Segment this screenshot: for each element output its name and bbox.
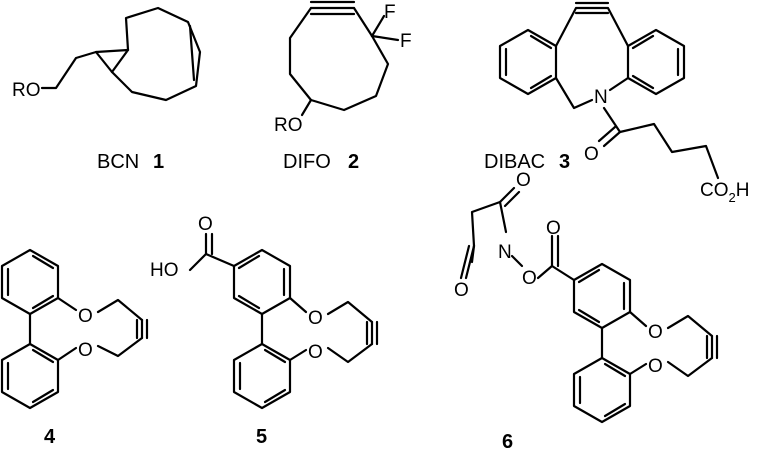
bcn-ring (110, 6, 202, 102)
difo-ro-label: RO (274, 115, 303, 136)
c6-n-label: N (498, 242, 512, 263)
c6-carbonyl-o-label: O (546, 218, 561, 239)
c5-o-top-label: O (308, 308, 323, 329)
dibac-carbonyl-a (602, 130, 622, 148)
c4-o-top-label: O (78, 306, 93, 327)
difo-cf-top (370, 14, 386, 38)
bcn-number: 1 (153, 151, 164, 173)
bcn-alkyne-inner (188, 24, 196, 82)
c4-o-bottom-label: O (78, 340, 93, 361)
dibac-left-benzene (498, 28, 558, 96)
c6-bottom-benzene (572, 356, 632, 424)
c5-number: 5 (256, 426, 267, 448)
c5-ho-label: HO (150, 260, 179, 281)
dibac-o-label: O (584, 144, 599, 165)
c5-top-benzene (232, 248, 292, 316)
difo-f-right-label: F (400, 31, 412, 52)
c5-carbonyl-o-label: O (198, 214, 213, 235)
c5-cooh (188, 252, 236, 272)
c5-chain-bottom (326, 342, 374, 364)
c6-number: 6 (502, 431, 513, 453)
c5-bottom-benzene (232, 342, 292, 410)
dibac-name: DIBAC (484, 151, 545, 173)
c5-chain-top (326, 300, 374, 324)
c4-chain-top (96, 298, 144, 322)
dibac-ring (554, 6, 630, 48)
c6-succinimide (470, 200, 508, 248)
dibac-chain (602, 106, 720, 180)
dibac-carbonyl-b (597, 125, 617, 143)
c6-ester-o-label: O (522, 268, 537, 289)
c6-o-top-label: O (648, 322, 663, 343)
c5-o-bottom-label: O (308, 342, 323, 363)
bcn-name: BCN (97, 151, 139, 173)
c6-ester (536, 264, 576, 282)
c6-imide-o-top-label: O (516, 170, 531, 191)
c6-chain-top (666, 314, 714, 338)
difo-number: 2 (348, 151, 359, 173)
compound-difo: F F RO DIFO 2 (274, 0, 412, 173)
bcn-side-chain (40, 50, 98, 90)
c4-bottom-benzene (0, 342, 60, 410)
compound-5: O HO O O 5 (150, 214, 379, 448)
c6-o-bottom-label: O (648, 356, 663, 377)
dibac-number: 3 (559, 151, 570, 173)
bcn-cyclopropane (94, 48, 130, 74)
compound-dibac: N O CO2H DIBAC 3 (484, 1, 749, 205)
c4-number: 4 (44, 426, 56, 448)
c6-top-benzene (572, 262, 632, 330)
dibac-n-label: N (594, 87, 608, 108)
difo-f-top-label: F (384, 2, 396, 23)
dibac-n-ring (608, 76, 630, 92)
compound-bcn: RO BCN 1 (12, 6, 202, 173)
difo-name: DIFO (283, 151, 331, 173)
compound-6: O O N O O O O 6 (454, 170, 719, 453)
dibac-right-benzene (626, 28, 686, 96)
difo-oxy-bond (300, 98, 313, 117)
c6-chain-bottom (666, 356, 714, 378)
difo-ring-link (352, 6, 374, 38)
difo-ring (288, 6, 390, 112)
difo-cf-right (370, 34, 400, 42)
c6-imide-o-bottom-label: O (454, 280, 469, 301)
dibac-co2h-label: CO2H (700, 180, 749, 205)
dibac-ch2 (554, 76, 594, 110)
c4-chain-bottom (96, 336, 144, 358)
bcn-ro-label: RO (12, 80, 41, 101)
c4-top-benzene (0, 248, 60, 316)
compound-4: O O 4 (0, 248, 149, 448)
